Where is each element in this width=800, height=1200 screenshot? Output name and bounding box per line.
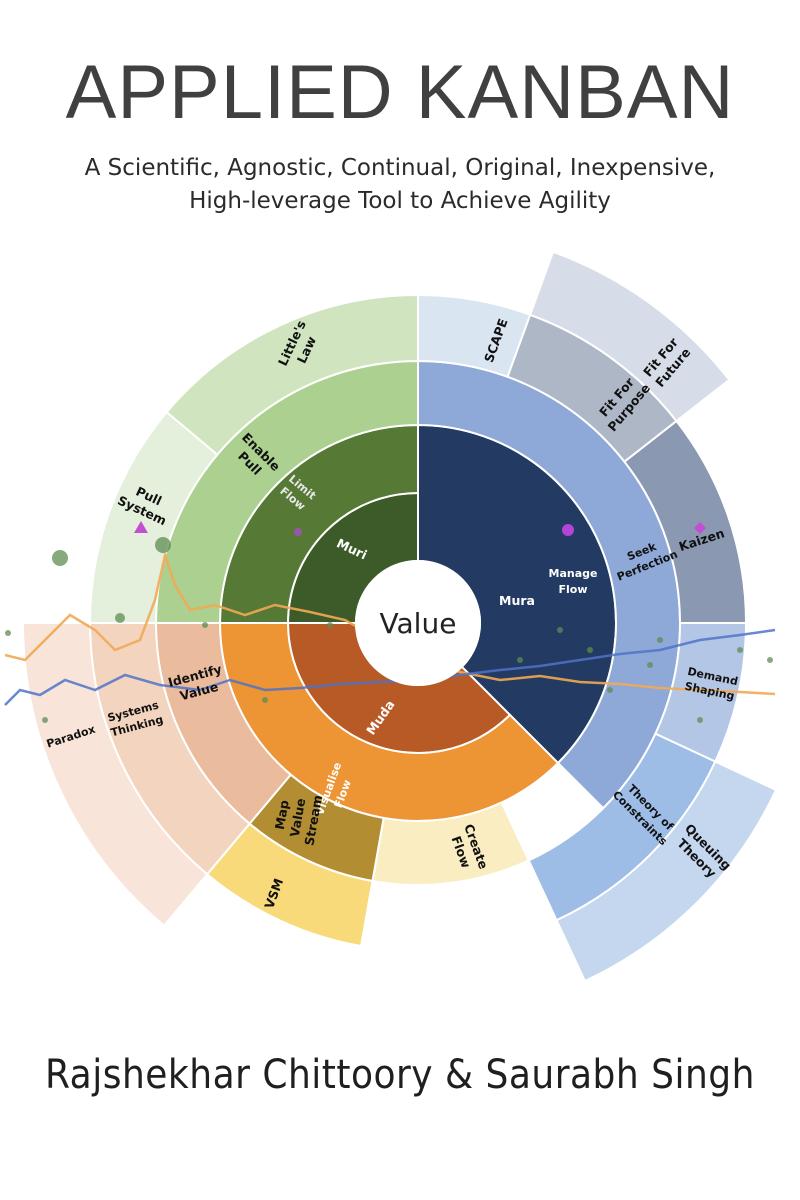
svg-text:Manage: Manage (549, 567, 598, 580)
small-marker (294, 528, 302, 536)
scatter-dot (657, 637, 663, 643)
scatter-dot (737, 647, 743, 653)
scatter-dot (587, 647, 593, 653)
scatter-dot (52, 550, 68, 566)
scatter-dot (697, 717, 703, 723)
triangle-marker (134, 521, 148, 533)
label-mura: Mura (499, 593, 535, 608)
trend-line-orange (4, 550, 776, 696)
scatter-dot (607, 687, 613, 693)
subtitle-line-1: A Scientific, Agnostic, Continual, Origi… (84, 155, 716, 181)
svg-text:Map: Map (272, 799, 292, 831)
scatter-dot (647, 662, 653, 668)
scatter-dot (517, 657, 523, 663)
book-title: APPLIED KANBAN (65, 50, 735, 135)
scatter-dot (155, 537, 171, 553)
diamond-marker (694, 522, 706, 534)
scatter-dot (327, 622, 333, 628)
trend-line-blue (4, 628, 776, 706)
scatter-dot (262, 697, 268, 703)
center-label: Value (380, 607, 457, 640)
book-authors: Rajshekhar Chittoory & Saurabh Singh (45, 1052, 755, 1098)
circle-marker (562, 524, 574, 536)
scatter-dot (767, 657, 773, 663)
svg-text:Value: Value (287, 797, 309, 838)
scatter-dot (5, 630, 11, 636)
segment-paradox (21, 622, 209, 927)
label-manage-flow: Manage Flow (549, 567, 598, 596)
subtitle-line-2: High-leverage Tool to Achieve Agility (189, 188, 611, 214)
center-circle (355, 560, 481, 686)
segment-queuing (555, 760, 778, 983)
scatter-dot (115, 613, 125, 623)
svg-text:Flow: Flow (558, 583, 587, 596)
segment-fit-future (528, 250, 731, 423)
scatter-dot (42, 717, 48, 723)
scatter-dot (202, 622, 208, 628)
scatter-dot (557, 627, 563, 633)
